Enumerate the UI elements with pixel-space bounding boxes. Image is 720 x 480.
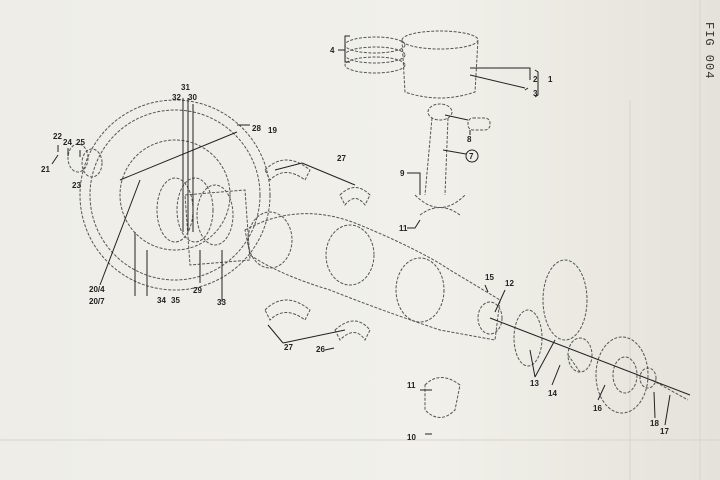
label-14: 14	[548, 389, 557, 398]
pilot-bearing	[67, 143, 103, 178]
label-17: 17	[660, 427, 669, 436]
label-15: 15	[485, 273, 494, 282]
label-7: 7	[469, 152, 474, 161]
label-29: 29	[193, 286, 202, 295]
label-18: 18	[650, 419, 659, 428]
label-11-top: 11	[399, 224, 408, 233]
label-13: 13	[530, 379, 539, 388]
seal-rings	[156, 177, 251, 266]
pulley-bolt	[639, 367, 689, 401]
label-1: 1	[548, 75, 553, 84]
piston-rings	[344, 36, 406, 74]
spacer	[567, 337, 593, 373]
label-9: 9	[400, 169, 405, 178]
label-25: 25	[76, 138, 85, 147]
label-8: 8	[467, 135, 472, 144]
label-30: 30	[188, 93, 197, 102]
label-23: 23	[72, 181, 81, 190]
crank-pulley	[595, 336, 649, 414]
label-31: 31	[181, 83, 190, 92]
label-21: 21	[41, 165, 50, 174]
label-11-bottom: 11	[407, 381, 416, 390]
part-labels: 1 2 3 4 8 7 9 11 27 22 24 25 21 23 31 32…	[41, 46, 669, 442]
label-7-circle	[465, 149, 479, 163]
bearing-shells	[264, 159, 461, 418]
label-33: 33	[217, 298, 226, 307]
label-27-top: 27	[337, 154, 346, 163]
label-26: 26	[316, 345, 325, 354]
label-28: 28	[252, 124, 261, 133]
assembly-axis-line	[489, 317, 691, 396]
label-3: 3	[533, 89, 538, 98]
piston	[401, 30, 479, 99]
label-12: 12	[505, 279, 514, 288]
label-20-4: 20/4	[89, 285, 105, 294]
label-20-7: 20/7	[89, 297, 105, 306]
label-4: 4	[330, 46, 335, 55]
label-27-bottom: 27	[284, 343, 293, 352]
crankshaft	[244, 211, 503, 341]
label-19: 19	[268, 126, 277, 135]
label-10: 10	[407, 433, 416, 442]
label-24: 24	[63, 138, 72, 147]
leader-lines	[51, 35, 671, 435]
label-34: 34	[157, 296, 166, 305]
connecting-rod	[414, 103, 491, 208]
label-16: 16	[593, 404, 602, 413]
flywheel	[79, 99, 271, 291]
label-22: 22	[53, 132, 62, 141]
label-2: 2	[533, 75, 538, 84]
figure-number: FIG 004	[702, 22, 716, 80]
label-32: 32	[172, 93, 181, 102]
label-35: 35	[171, 296, 180, 305]
timing-gears	[513, 259, 588, 367]
